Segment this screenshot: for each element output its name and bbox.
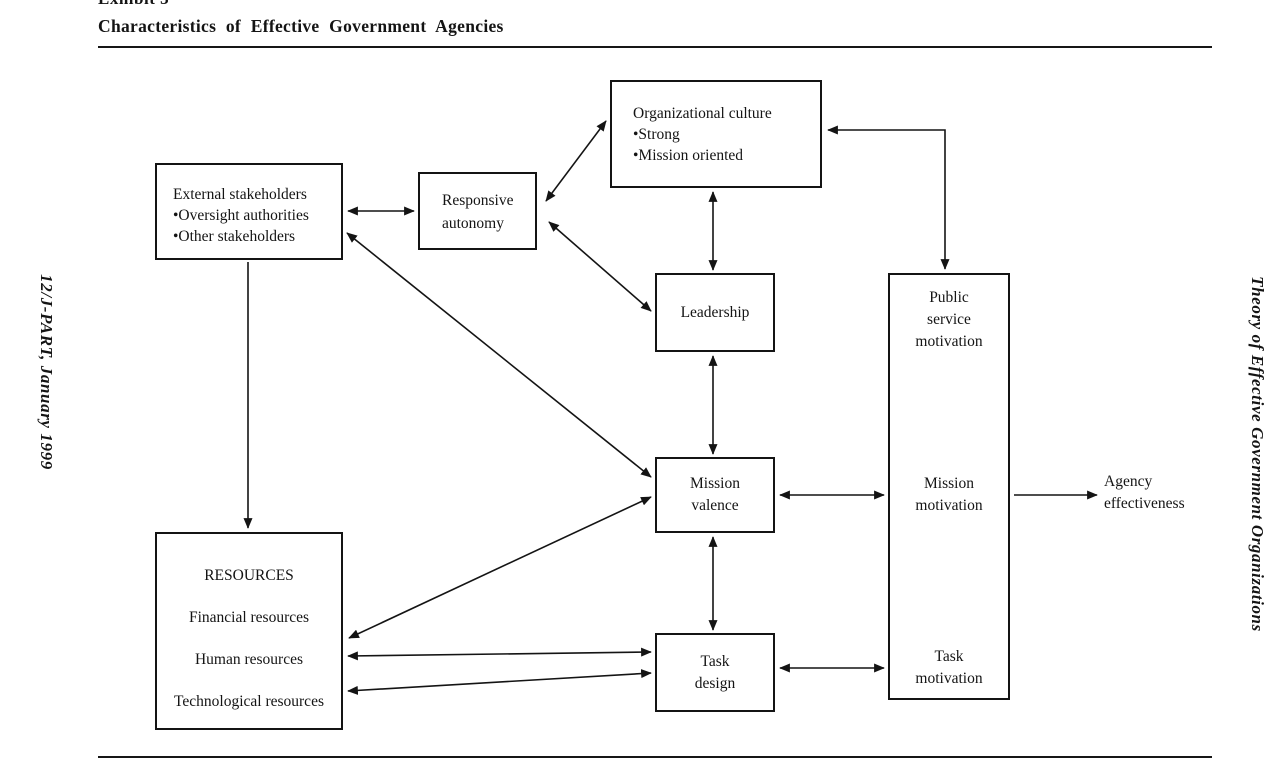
box-resources: RESOURCES Financial resources Human reso… bbox=[155, 532, 343, 730]
arrow-resources-valence bbox=[348, 496, 652, 639]
public-service-motivation-label: Public service motivation bbox=[915, 289, 983, 350]
box-task-design: Task design bbox=[655, 633, 775, 712]
figure-title: Characteristics of Effective Government … bbox=[98, 16, 504, 36]
box-leadership: Leadership bbox=[655, 273, 775, 352]
exhibit-label: Exhibit 3 bbox=[98, 0, 169, 9]
box-motivation: Public service motivation Mission motiva… bbox=[888, 273, 1010, 700]
box-line: RESOURCES bbox=[204, 567, 294, 584]
box-external-stakeholders: External stakeholders •Oversight authori… bbox=[155, 163, 343, 260]
box-line: autonomy bbox=[442, 215, 504, 232]
box-responsive-autonomy: Responsive autonomy bbox=[418, 172, 537, 250]
arrow-humanresources-taskdesign bbox=[347, 647, 652, 661]
bottom-rule bbox=[98, 756, 1212, 758]
box-line: valence bbox=[691, 497, 739, 514]
agency-effectiveness-label: Agency effectiveness bbox=[1104, 473, 1185, 512]
box-line: •Strong bbox=[633, 126, 680, 143]
box-line: Mission bbox=[690, 475, 740, 492]
arrow-culture-publicservicemotivation bbox=[827, 125, 950, 270]
box-line: Task bbox=[700, 652, 730, 670]
box-line: Leadership bbox=[680, 304, 750, 321]
arrow-responsive-leadership bbox=[548, 221, 652, 312]
box-line: Responsive bbox=[442, 192, 514, 209]
arrow-external-valence bbox=[346, 232, 652, 478]
box-line: •Oversight authorities bbox=[173, 207, 309, 224]
box-line: Human resources bbox=[194, 651, 304, 668]
right-margin-running-head: Theory of Effective Government Organizat… bbox=[1248, 276, 1267, 632]
box-line: Technological resources bbox=[174, 693, 324, 710]
box-line: design bbox=[694, 674, 736, 692]
box-mission-valence: Mission valence bbox=[655, 457, 775, 533]
box-line: Organizational culture bbox=[633, 105, 772, 122]
box-line: •Mission oriented bbox=[633, 147, 744, 164]
box-line: External stakeholders bbox=[173, 186, 307, 203]
top-rule bbox=[98, 46, 1212, 48]
left-margin-citation: 12/J-PART, January 1999 bbox=[37, 274, 56, 470]
box-line: •Other stakeholders bbox=[173, 228, 296, 245]
task-motivation-label: Task motivation bbox=[915, 648, 983, 687]
arrow-responsive-culture bbox=[545, 120, 607, 202]
box-organizational-culture: Organizational culture •Strong •Mission … bbox=[610, 80, 822, 188]
arrow-techresources-taskdesign bbox=[347, 669, 652, 695]
mission-motivation-label: Mission motivation bbox=[915, 475, 983, 514]
box-line: Financial resources bbox=[188, 609, 310, 626]
